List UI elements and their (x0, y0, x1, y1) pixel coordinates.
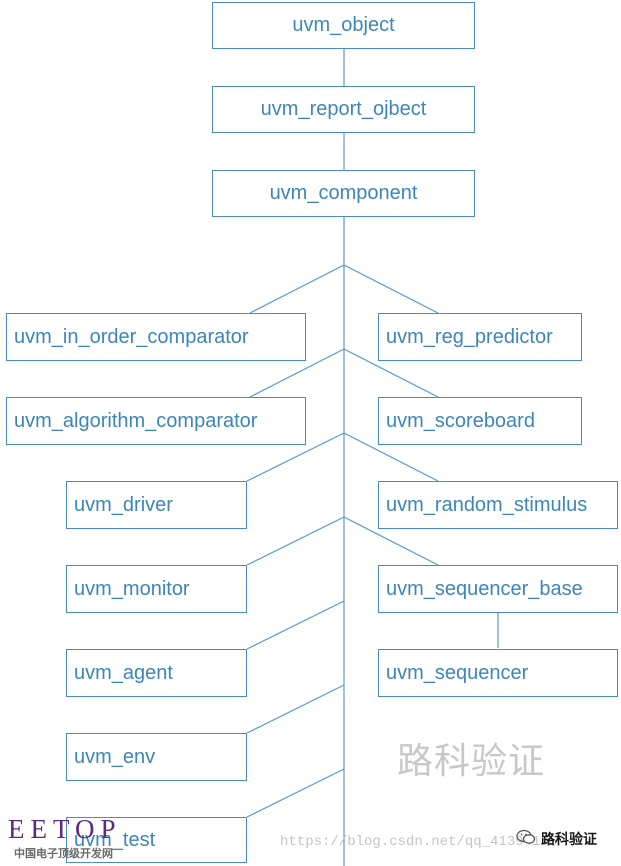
node-uvm-component: uvm_component (212, 170, 475, 217)
edge-to-env (246, 684, 345, 734)
node-uvm-object: uvm_object (212, 2, 475, 49)
node-uvm-sequencer: uvm_sequencer (378, 649, 618, 697)
wechat-icon (516, 829, 536, 844)
node-uvm-monitor: uvm_monitor (66, 565, 247, 613)
node-uvm-agent: uvm_agent (66, 649, 247, 697)
watermark-center: 路科验证 (397, 741, 546, 782)
edge-to-driver (246, 432, 345, 482)
edge-to-monitor (246, 516, 345, 566)
edge-to-agent (246, 600, 345, 650)
edge-to-algorithm-comparator (249, 348, 345, 398)
node-uvm-driver: uvm_driver (66, 481, 247, 529)
node-uvm-sequencer-base: uvm_sequencer_base (378, 565, 618, 613)
node-uvm-reg-predictor: uvm_reg_predictor (378, 313, 582, 361)
edge-to-in-order-comparator (249, 264, 345, 314)
node-uvm-test: uvm_test (66, 817, 247, 863)
blog-url-watermark: https://blog.csdn.net/qq_41394155 (280, 834, 558, 850)
edge-to-reg-predictor (343, 264, 439, 314)
node-uvm-random-stimulus: uvm_random_stimulus (378, 481, 618, 529)
node-uvm-env: uvm_env (66, 733, 247, 781)
edge-to-test (246, 768, 345, 818)
node-uvm-report-object: uvm_report_ojbect (212, 86, 475, 133)
edge-to-sequencer-base (343, 516, 439, 566)
edge-to-random-stimulus (343, 432, 439, 482)
eetop-subtitle: 中国电子顶级开发网 (14, 847, 113, 860)
eetop-logo: EETOP (8, 814, 122, 844)
node-uvm-in-order-comparator: uvm_in_order_comparator (6, 313, 306, 361)
node-uvm-algorithm-comparator: uvm_algorithm_comparator (6, 397, 306, 445)
wechat-account-label: 路科验证 (541, 832, 597, 848)
edge-to-scoreboard (343, 348, 439, 398)
node-uvm-scoreboard: uvm_scoreboard (378, 397, 582, 445)
